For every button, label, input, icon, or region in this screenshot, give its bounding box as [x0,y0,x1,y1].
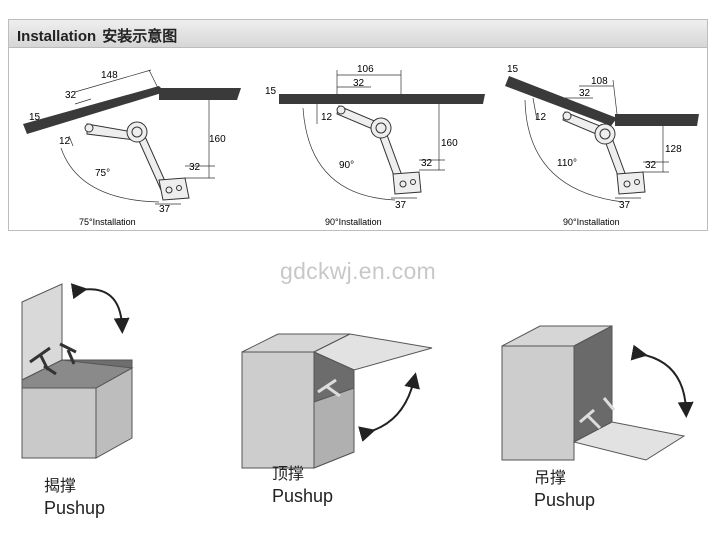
dim-label: 15 [29,112,41,123]
dim-label: 12 [321,112,333,123]
angle-label: 90° [339,160,354,171]
lid-panel [505,76,617,126]
dim-label: 128 [665,144,682,155]
dim-label: 32 [65,90,77,101]
usage-caption-1: 揭撑 Pushup [44,474,105,520]
diagram-110: 108 32 15 12 110° 128 32 [505,64,699,227]
dim-label: 32 [189,162,201,173]
cabinet-top-panel [615,114,699,126]
diagram-90: 106 32 15 12 90° 160 32 [265,64,485,227]
dimension-line-148 [74,69,152,93]
dim-label: 32 [579,88,591,99]
usage-illustrations [21,283,694,469]
dim-label: 32 [645,160,657,171]
hinge-arm [336,105,422,195]
usage-caption-en: Pushup [44,498,106,518]
dim-label: 32 [421,158,433,169]
dim-label: 12 [59,136,71,147]
installation-diagrams: 148 32 15 12 75° 160 32 [23,64,699,227]
usage-caption-en: Pushup [272,486,334,506]
diagram-75: 148 32 15 12 75° 160 32 [23,69,241,227]
diagram-caption: 90°Installation [325,217,382,227]
dim-label: 106 [357,64,374,75]
box-flap-down [501,325,694,461]
hinge-arm [562,111,646,195]
stay-hinge [29,346,57,376]
box-front [241,351,315,469]
dim-label: 12 [535,112,547,123]
stay-hinge [59,342,77,365]
usage-caption-cn: 顶撑 [272,464,305,483]
installation-title: Installation 安装示意图 [17,25,177,46]
diagram-caption: 90°Installation [563,217,620,227]
dim-label: 15 [265,86,277,97]
dim-label: 108 [591,76,608,87]
rotation-arrow [70,283,130,334]
box-front [21,387,97,459]
installation-panel: Installation 安装示意图 148 32 15 12 75° [8,19,708,231]
cabinet-top-panel [159,88,241,100]
hinge-arm [84,121,190,201]
angle-label: 110° [557,158,577,169]
stay-hinge [579,397,616,430]
box-top-rim [21,359,134,389]
installation-header: Installation 安装示意图 [9,20,707,48]
dim-label: 160 [441,138,458,149]
stay-hinge [317,378,341,398]
lid-panel [279,94,485,104]
usage-caption-cn: 揭撑 [44,476,77,495]
dim-label: 32 [353,78,365,89]
dim-label: 37 [159,204,171,215]
diagram-caption: 75°Installation [79,217,136,227]
watermark-text: gdckwj.en.com [279,258,437,284]
usage-caption-en: Pushup [534,490,596,510]
rotation-arrow [358,372,420,442]
box-flap-up [21,283,134,459]
dim-label: 160 [209,134,226,145]
angle-label: 75° [95,168,110,179]
dim-label: 148 [101,70,118,81]
angle-arc [60,147,160,203]
dim-label: 37 [619,200,631,211]
box-front [501,345,575,461]
angle-arc [302,107,396,201]
dim-label: 37 [395,200,407,211]
usage-caption-2: 顶撑 Pushup [272,462,333,508]
box-flap-forward [241,333,433,469]
lid-panel [23,86,165,134]
dim-label: 15 [507,64,519,75]
usage-caption-cn: 吊撑 [534,468,567,487]
box-side-panel [313,387,355,469]
angle-arc [524,99,624,203]
usage-caption-3: 吊撑 Pushup [534,466,595,512]
rotation-arrow [630,344,694,418]
installation-title-en: Installation [17,28,97,45]
installation-title-cn: 安装示意图 [102,27,178,45]
